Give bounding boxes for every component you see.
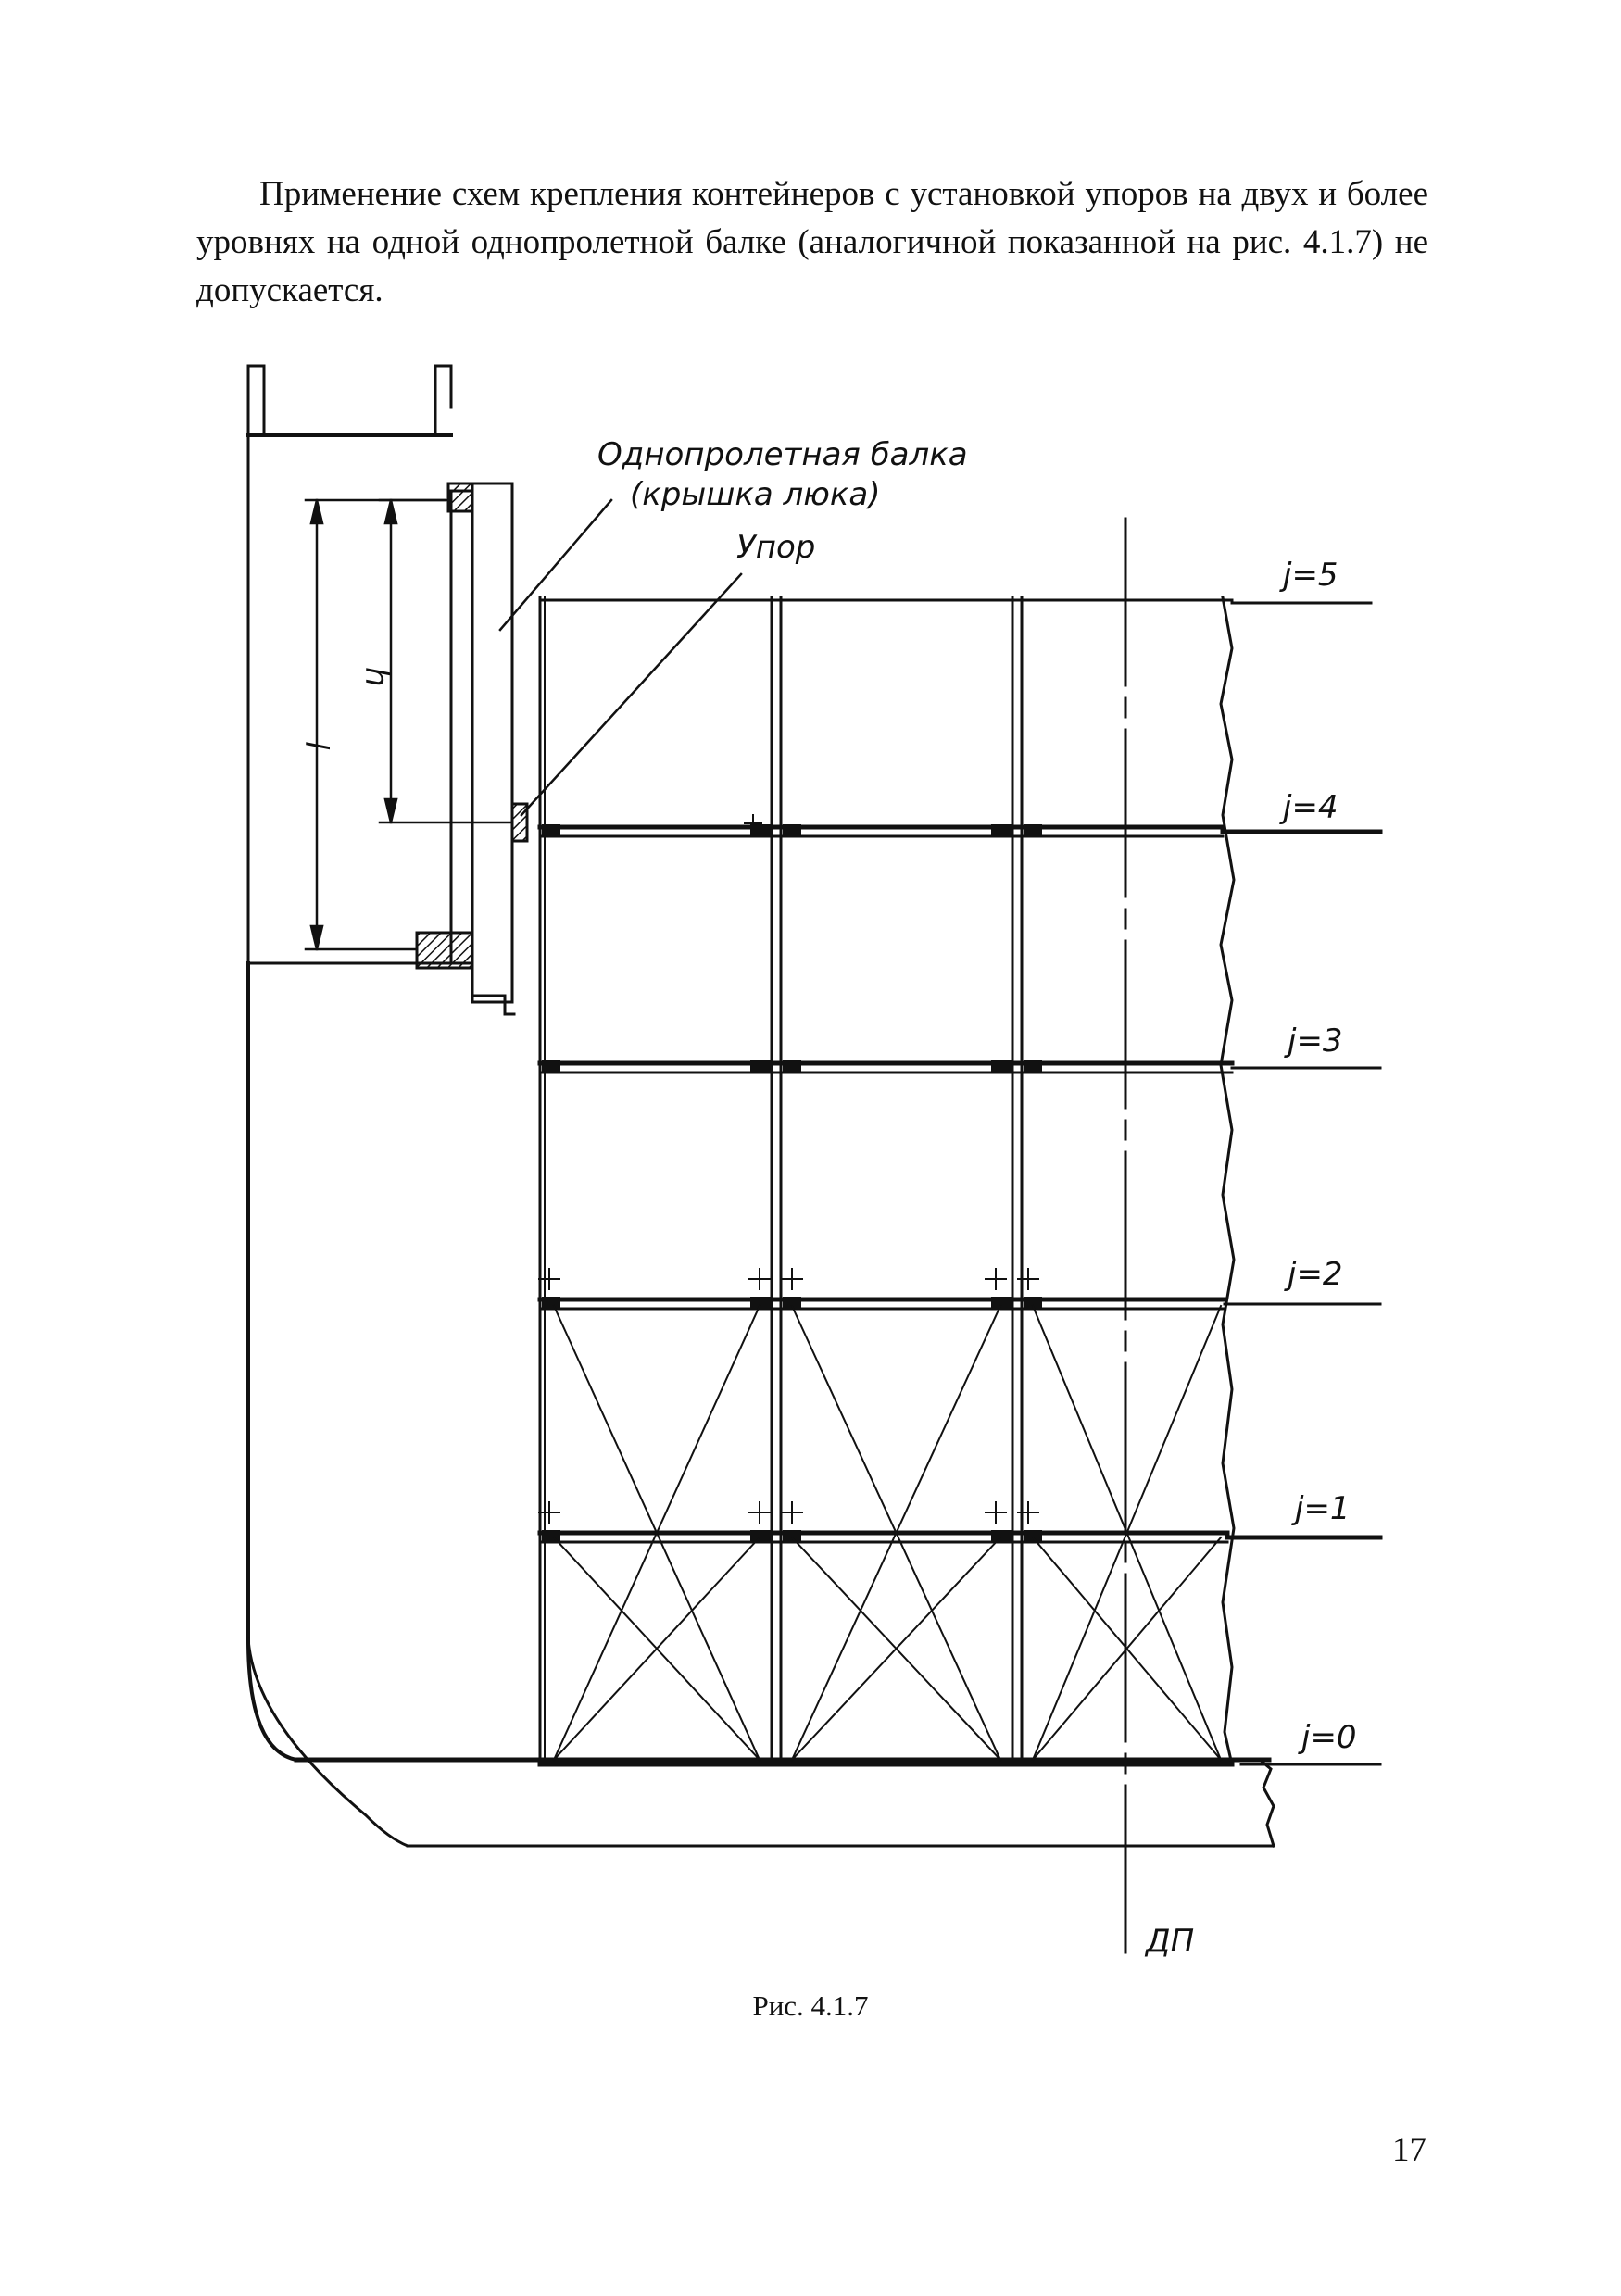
beam-support-bottom [415,931,474,970]
centerline-label: ДП [1144,1923,1194,1960]
tier-label-j3: j=3 [1284,1023,1343,1060]
stop-leader [520,572,743,817]
tier-label-j5: j=5 [1279,557,1338,594]
beam-support-top [446,482,474,513]
figure-caption: Рис. 4.1.7 [752,1989,869,2022]
tier-label-j2: j=2 [1284,1256,1343,1293]
tier-lines [1220,601,1383,1766]
body-paragraph: Применение схем крепления контейнеров с … [196,175,1428,309]
dimension-h [378,498,514,824]
dim-h-label: h [358,667,395,687]
beam-label-line1: Однопролетная балка [597,436,968,473]
tier-label-j4: j=4 [1279,789,1338,826]
stop-block [510,802,529,843]
dimension-l [304,498,446,951]
beam-leader [498,498,613,632]
tier-label-j0: j=0 [1298,1719,1357,1756]
beam-label-line2: (крышка люка) [630,476,881,513]
tier-label-j1: j=1 [1291,1490,1351,1527]
hull-outline [246,364,1275,1848]
hatch-cover-beam [471,482,514,1004]
container-stack [537,596,1236,1767]
dim-l-label: l [297,741,334,750]
page-number: 17 [1392,2131,1426,2169]
stop-label: Упор [736,529,815,566]
